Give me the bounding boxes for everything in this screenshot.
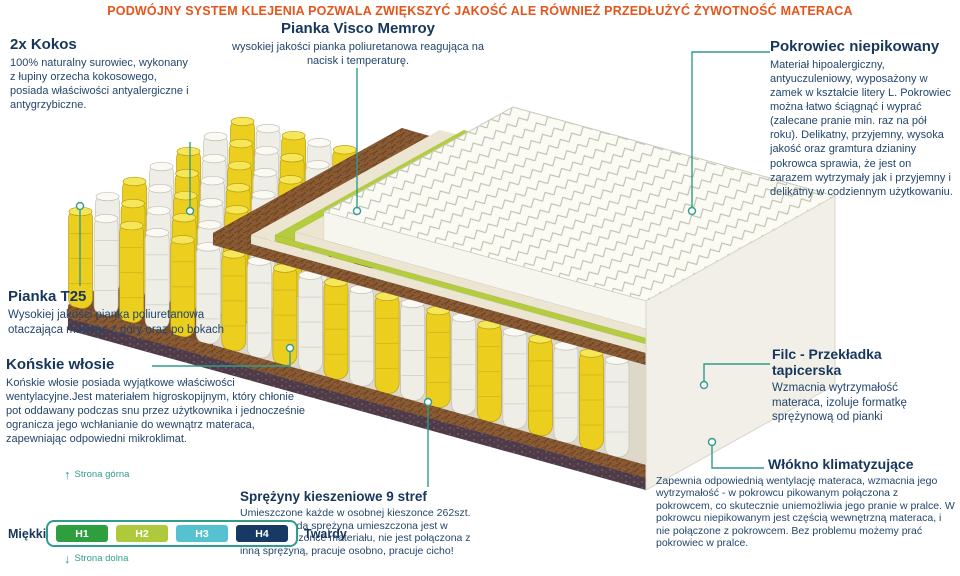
label-pokrowiec-title: Pokrowiec niepikowany: [770, 38, 940, 55]
label-pokrowiec-body: Materiał hipoalergiczny, antyuczuleniowy…: [770, 59, 953, 198]
dot-t25: [75, 201, 85, 211]
label-filc: Filc - Przekładka tapicerska Wzmacnia wy…: [772, 346, 952, 425]
label-wlokno: Włókno klimatyzujące Zapewnia odpowiedni…: [656, 456, 956, 549]
label-filc-body: Wzmacnia wytrzymałość materaca, izoluje …: [772, 382, 907, 424]
soft-label: Miękki: [8, 527, 47, 541]
label-visco-title: Pianka Visco Memroy: [281, 20, 435, 37]
connector-dots: [75, 201, 717, 447]
connector-wlokno: [711, 446, 764, 469]
coconut-top-strip: [213, 128, 440, 244]
label-t25-body: Wysokiej jakości pianka poliuretanowa ot…: [8, 309, 225, 336]
top-side-note: ↑ Strona górna: [64, 468, 129, 481]
hard-label: Twardy: [304, 527, 347, 541]
dot-visco: [352, 206, 362, 216]
connector-pokrowiec: [691, 51, 770, 207]
connector-lines: [79, 51, 770, 487]
label-t25-title: Pianka T25: [8, 288, 87, 305]
dot-filc: [699, 380, 709, 390]
firmness-chip-h2: H2: [116, 525, 168, 542]
bottom-side-note: ↓ Strona dolna: [64, 552, 128, 565]
bottom-side-label: Strona dolna: [74, 553, 129, 564]
label-visco-body: wysokiej jakości pianka poliuretanowa re…: [232, 41, 484, 68]
dot-sprezyny: [423, 397, 433, 407]
label-konskie: Końskie włosie Końskie włosie posiada wy…: [6, 356, 308, 446]
label-filc-title: Filc - Przekładka tapicerska: [772, 346, 882, 378]
label-kokos: 2x Kokos 100% naturalny surowiec, wykona…: [10, 36, 194, 112]
connector-filc: [703, 363, 770, 381]
label-visco: Pianka Visco Memroy wysokiej jakości pia…: [224, 20, 492, 68]
label-konskie-title: Końskie włosie: [6, 356, 115, 373]
front-face-bands: [67, 211, 647, 491]
label-pokrowiec: Pokrowiec niepikowany Materiał hipoalerg…: [770, 38, 954, 199]
firmness-scale: H1 H2 H3 H4: [46, 520, 298, 547]
firmness-chip-h1: H1: [56, 525, 108, 542]
layer-staircase: [213, 106, 837, 302]
label-wlokno-title: Włókno klimatyzujące: [768, 456, 914, 472]
header-banner: PODWÓJNY SYSTEM KLEJENIA POZWALA ZWIĘKSZ…: [107, 4, 853, 18]
up-arrow-icon: ↑: [64, 467, 71, 482]
top-side-label: Strona górna: [74, 469, 130, 480]
firmness-chip-h4: H4: [236, 525, 288, 542]
mattress-side-face: [645, 195, 836, 491]
label-kokos-title: 2x Kokos: [10, 36, 77, 53]
dot-pokrowiec: [687, 206, 697, 216]
dot-konskie: [285, 343, 295, 353]
label-sprezyny-title: Sprężyny kieszeniowe 9 stref: [240, 489, 427, 504]
label-t25: Pianka T25 Wysokiej jakości pianka poliu…: [8, 288, 252, 337]
dot-wlokno: [707, 437, 717, 447]
label-kokos-body: 100% naturalny surowiec, wykonany z łupi…: [10, 57, 189, 112]
firmness-chip-h3: H3: [176, 525, 228, 542]
label-wlokno-body: Zapewnia odpowiednią wentylację materaca…: [656, 475, 955, 549]
dot-kokos: [185, 206, 195, 216]
down-arrow-icon: ↓: [64, 551, 71, 566]
connector-konskie: [152, 352, 291, 367]
label-konskie-body: Końskie włosie posiada wyjątkowe właściw…: [6, 377, 306, 446]
